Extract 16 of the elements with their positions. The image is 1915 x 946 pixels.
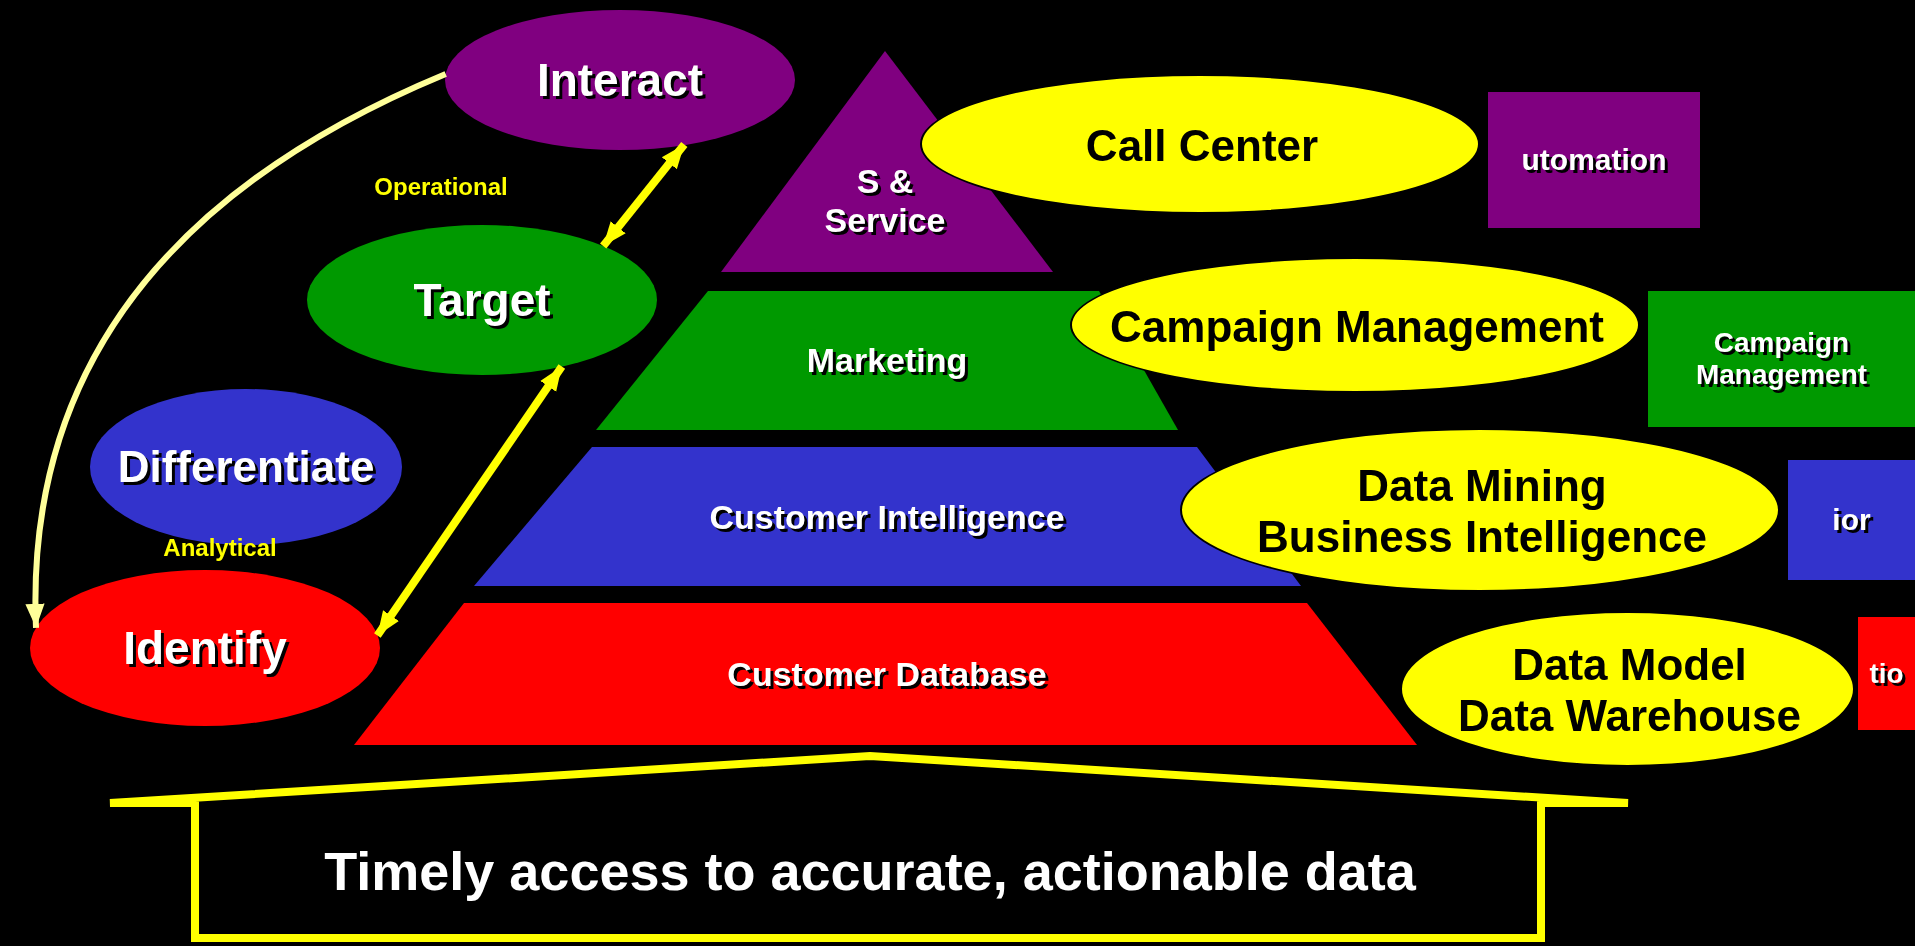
stage-ellipse: Target bbox=[307, 225, 657, 375]
callout-ellipse: Campaign Management bbox=[1070, 257, 1640, 393]
stage-ellipse: Interact bbox=[445, 10, 795, 150]
stage-ellipse: Identify bbox=[30, 570, 380, 726]
arrow bbox=[600, 142, 688, 249]
label-bar: utomation bbox=[1488, 92, 1700, 228]
label-bar: Campaign Management bbox=[1648, 291, 1915, 427]
stage-label: Operational bbox=[374, 173, 508, 201]
arrow bbox=[26, 71, 447, 628]
label-bar: tio bbox=[1858, 617, 1915, 730]
callout-ellipse: Data Mining Business Intelligence bbox=[1180, 428, 1780, 592]
label-bar: ior bbox=[1788, 460, 1915, 580]
arrow bbox=[374, 364, 566, 638]
callout-ellipse: Data Model Data Warehouse bbox=[1400, 611, 1855, 767]
callout-ellipse: Call Center bbox=[920, 74, 1480, 214]
layer-trapezoid: Customer Database bbox=[354, 603, 1417, 745]
